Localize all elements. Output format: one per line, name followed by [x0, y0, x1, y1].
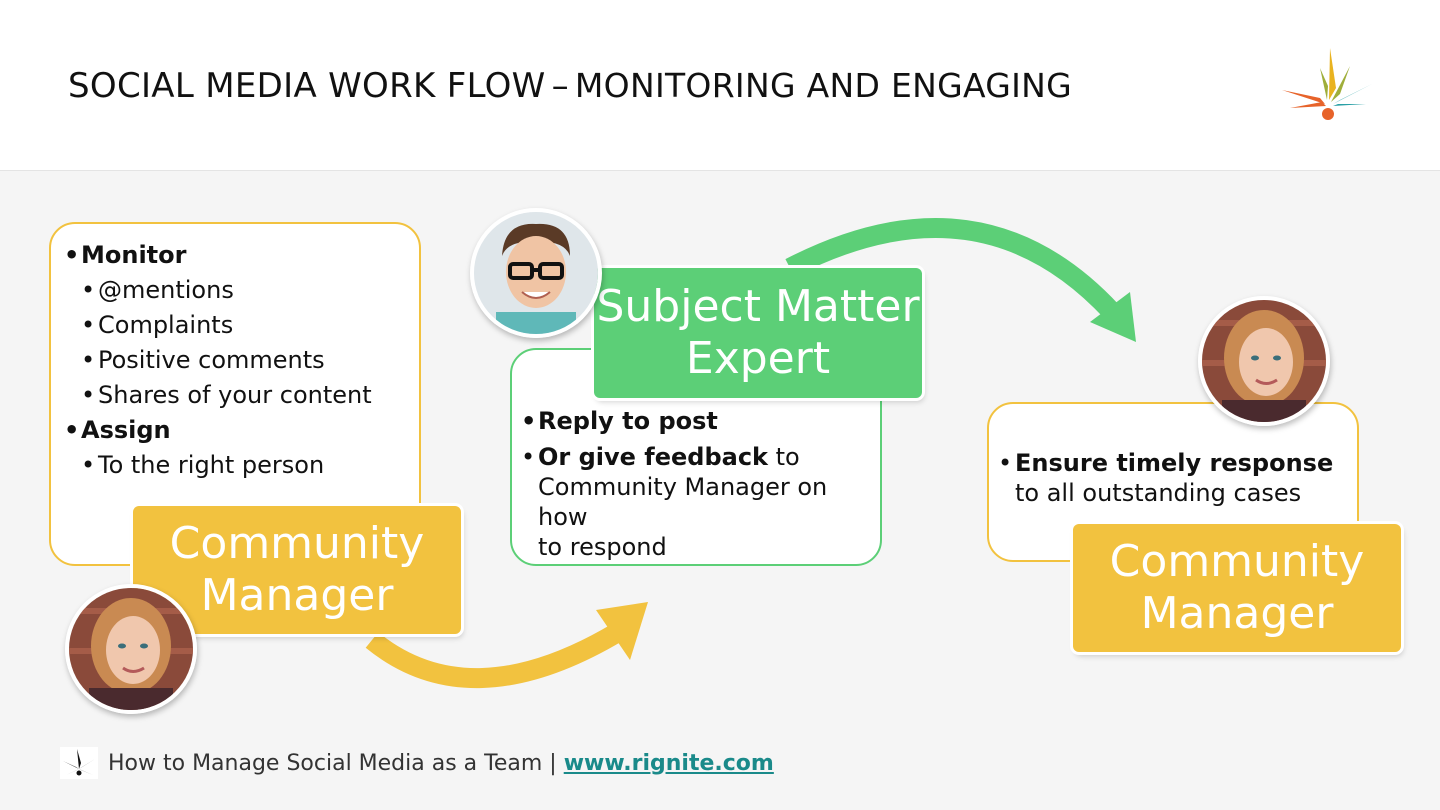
- step1-role-label: Community Manager: [133, 506, 461, 634]
- step2-role-label: Subject Matter Expert: [594, 268, 922, 398]
- title-separator: –: [551, 66, 569, 106]
- title-sub: MONITORING AND ENGAGING: [574, 66, 1073, 105]
- list-item-positive-comments: Positive comments: [81, 343, 372, 378]
- step3-task-list: Ensure timely response to all outstandin…: [998, 448, 1334, 508]
- step2-role-line2: Expert: [685, 333, 831, 384]
- slide-header: SOCIAL MEDIA WORK FLOW–MONITORING AND EN…: [0, 0, 1440, 171]
- woman-avatar-icon: [1198, 296, 1330, 426]
- step1-role-line2: Manager: [200, 570, 394, 621]
- feedback-line2: Community Manager on how: [538, 473, 828, 531]
- list-item-shares: Shares of your content: [81, 378, 372, 413]
- list-item-reply: Reply to post: [521, 406, 880, 436]
- list-item-complaints: Complaints: [81, 308, 372, 343]
- ensure-bold: Ensure timely response: [1015, 449, 1334, 477]
- rignite-logo-icon: [1282, 48, 1372, 120]
- arrow-step1-to-step2: [365, 623, 624, 689]
- feedback-rest: to: [768, 443, 800, 471]
- woman-avatar-icon: [65, 584, 197, 714]
- footer-link[interactable]: www.rignite.com: [563, 750, 774, 776]
- step2-role-line1: Subject Matter: [596, 281, 920, 332]
- step3-role-line1: Community: [1109, 536, 1365, 587]
- list-item-right-person: To the right person: [81, 448, 372, 483]
- feedback-bold: Or give feedback: [538, 443, 769, 471]
- step3-role-label: Community Manager: [1073, 524, 1401, 652]
- slide-footer: How to Manage Social Media as a Team | w…: [60, 746, 774, 780]
- feedback-line3: to respond: [538, 533, 667, 561]
- arrow-head-green: [1090, 292, 1136, 342]
- ensure-rest: to all outstanding cases: [1015, 479, 1302, 507]
- step1-task-list: Monitor @mentions Complaints Positive co…: [64, 238, 372, 483]
- list-item-assign: Assign: [64, 413, 372, 448]
- list-item-feedback: Or give feedback to Community Manager on…: [521, 442, 880, 562]
- step3-role-line2: Manager: [1140, 588, 1334, 639]
- title-main: SOCIAL MEDIA WORK FLOW: [68, 66, 546, 106]
- man-glasses-avatar-icon: [470, 208, 602, 338]
- footer-text: How to Manage Social Media as a Team |: [108, 750, 557, 776]
- arrow-head-yellow: [596, 602, 648, 660]
- step1-role-line1: Community: [169, 518, 425, 569]
- step2-task-list: Reply to post Or give feedback to Commun…: [521, 406, 880, 562]
- rignite-logo-icon: [60, 747, 98, 779]
- list-item-ensure: Ensure timely response to all outstandin…: [998, 448, 1334, 508]
- slide-title: SOCIAL MEDIA WORK FLOW–MONITORING AND EN…: [68, 66, 1072, 106]
- list-item-mentions: @mentions: [81, 273, 372, 308]
- list-item-monitor: Monitor: [64, 238, 372, 273]
